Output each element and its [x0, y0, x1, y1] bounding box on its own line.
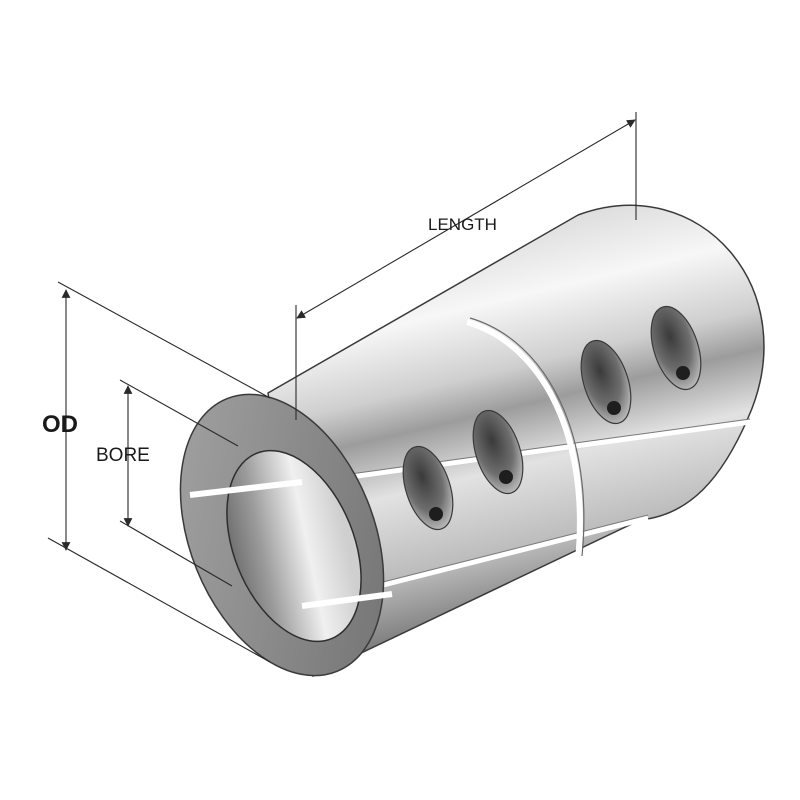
od-extension-bottom [47, 537, 271, 663]
bore-extension-bottom [119, 520, 233, 587]
face-split-lower [301, 591, 393, 609]
length-label: LENGTH [428, 215, 497, 234]
od-label: OD [42, 411, 78, 438]
center-slot-edge [469, 317, 585, 557]
screw-socket-2 [499, 470, 513, 484]
screw-socket-4 [676, 366, 690, 380]
front-face [179, 393, 393, 677]
bore-opening [226, 449, 362, 643]
screw-holes [402, 305, 702, 531]
dimension-annotations [47, 112, 637, 663]
screw-socket-1 [429, 507, 443, 521]
screw-socket-3 [607, 401, 621, 415]
bore-extension-top [119, 379, 239, 447]
bore-label: BORE [96, 445, 150, 466]
coupling-body [267, 204, 765, 678]
od-extension-top [57, 281, 271, 399]
length-dimension-line [296, 119, 636, 319]
face-split-upper [189, 479, 303, 498]
center-slot [466, 319, 583, 561]
